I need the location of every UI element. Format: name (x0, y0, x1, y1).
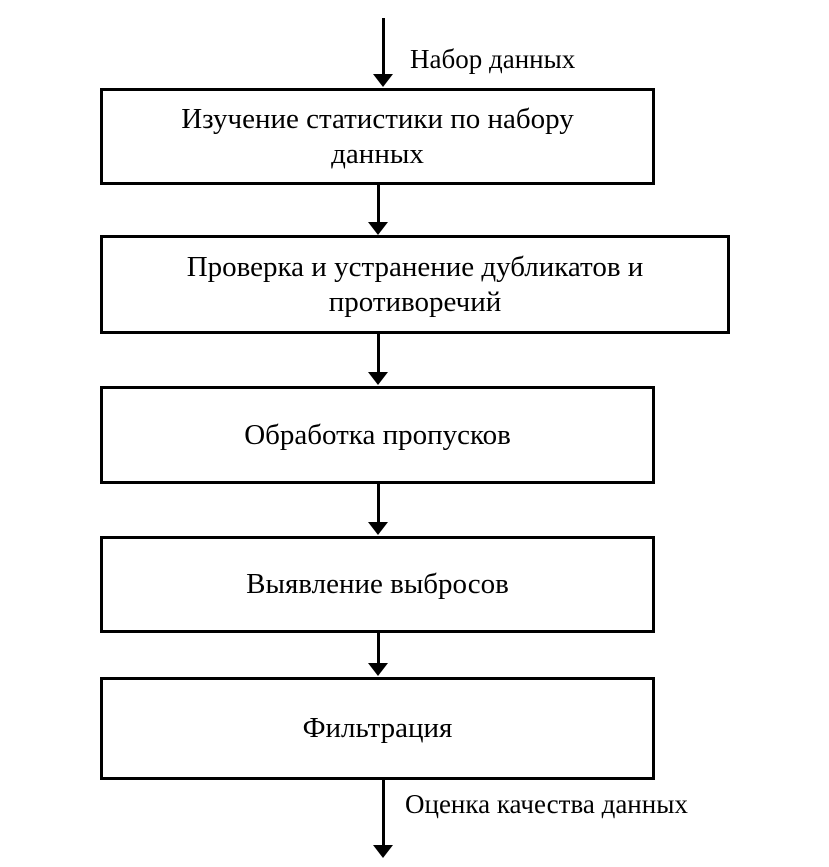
output-edge-label: Оценка качества данных (405, 789, 688, 819)
flow-step-label-line: противоречий (328, 285, 502, 318)
input-arrow-line (382, 18, 385, 76)
flow-step-label-line: Фильтрация (302, 712, 453, 744)
flow-step-label-line: Проверка и устранение дубликатов и (186, 250, 644, 283)
connector-arrow-down-icon (368, 522, 388, 535)
output-arrow-down-icon (373, 845, 393, 858)
flow-step-filtering: Фильтрация (100, 677, 655, 780)
flow-step-outlier-detection: Выявление выбросов (100, 536, 655, 633)
connector-arrow-line (377, 333, 380, 374)
flow-step-remove-duplicates: Проверка и устранение дубликатов и проти… (100, 235, 730, 334)
input-edge-label: Набор данных (410, 44, 576, 74)
input-arrow-down-icon (373, 74, 393, 87)
connector-arrow-down-icon (368, 372, 388, 385)
connector-arrow-line (377, 632, 380, 665)
flow-step-label-line: данных (331, 137, 424, 170)
connector-arrow-down-icon (368, 222, 388, 235)
flow-step-handle-missing-values: Обработка пропусков (100, 386, 655, 484)
flow-step-label-line: Обработка пропусков (244, 418, 511, 451)
flow-step-study-statistics: Изучение статистики по набору данных (100, 88, 655, 185)
flow-step-label-line: Изучение статистики по набору (181, 102, 574, 135)
output-arrow-line (382, 780, 385, 847)
connector-arrow-line (377, 184, 380, 224)
connector-arrow-down-icon (368, 663, 388, 676)
connector-arrow-line (377, 483, 380, 524)
flow-step-label-line: Выявление выбросов (246, 568, 509, 600)
